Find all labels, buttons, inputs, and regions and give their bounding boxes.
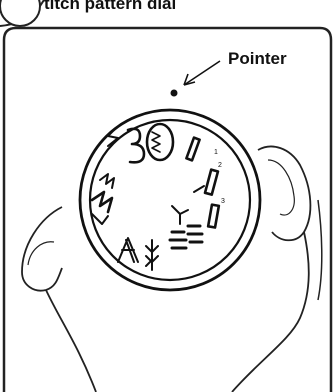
pointer-arrow-line: [184, 61, 220, 85]
svg-text:2: 2: [218, 162, 222, 169]
svg-text:1: 1: [214, 149, 218, 156]
left-thumbnail: [28, 242, 54, 265]
header-tab-circle: [0, 0, 40, 26]
left-hand-edge: [46, 290, 96, 392]
right-thumb: [258, 146, 310, 240]
pointer-dot: [171, 90, 178, 97]
pointer-label: Pointer: [228, 49, 287, 69]
left-thumb: [22, 207, 62, 291]
svg-text:3: 3: [221, 198, 225, 205]
right-hand-edge: [232, 232, 309, 392]
dial-rim-inner: [90, 120, 250, 280]
right-finger-outline: [318, 200, 322, 300]
right-thumbnail: [268, 160, 294, 215]
